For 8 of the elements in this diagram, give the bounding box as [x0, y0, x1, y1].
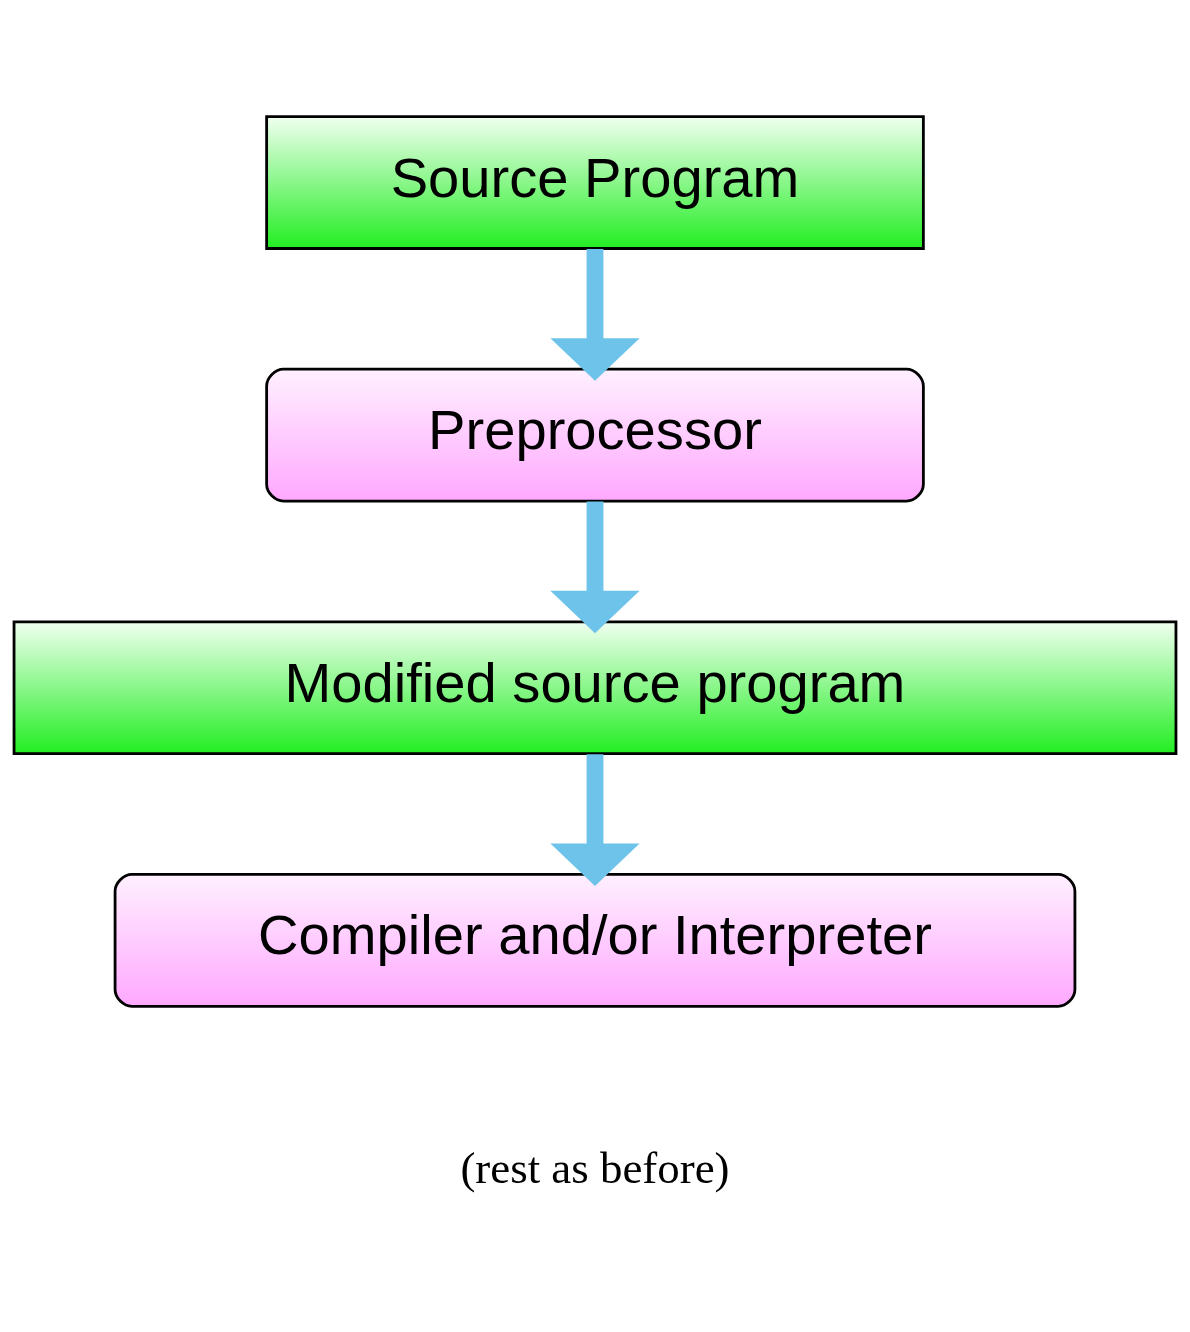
label: (rest as before) — [460, 1142, 730, 1193]
node-box: Modified source program — [12, 620, 1178, 756]
node-box: Preprocessor — [265, 367, 925, 503]
arrow — [550, 501, 640, 634]
node-box: Source Program — [265, 115, 925, 250]
arrow — [550, 754, 640, 886]
node-box: Compiler and/or Interpreter — [113, 873, 1077, 1008]
arrow — [550, 248, 640, 381]
